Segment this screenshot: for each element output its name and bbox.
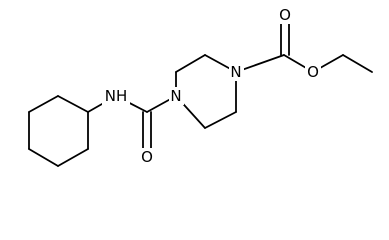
label-bg-n-left <box>169 87 184 105</box>
atom-o-carbonyl-amide: O <box>141 148 153 166</box>
bond-cyclohex-1 <box>57 95 89 113</box>
atom-n-piperazine-left: N <box>170 87 181 105</box>
atom-o-carbonyl-ester: O <box>279 6 291 24</box>
bond-cyclohex-4 <box>28 148 59 167</box>
label-bg-o-carbonyl-amide <box>139 148 155 166</box>
bond-ring-2 <box>175 54 206 73</box>
label-bg-n-right <box>229 63 244 81</box>
atom-n-piperazine-right: N <box>230 63 241 81</box>
atom-o-ester-link: O <box>307 63 319 81</box>
bond-ring-5 <box>204 111 237 129</box>
label-bg-o-carbonyl-ester <box>277 6 293 24</box>
label-bg-nh <box>102 87 130 105</box>
bond-ch2-ch3 <box>342 54 373 73</box>
label-bg-o-ester-link <box>305 63 321 81</box>
bond-cyclohex-5 <box>57 148 89 167</box>
atom-nh-amide: NH <box>105 87 128 105</box>
bond-cyclohex-2 <box>28 95 59 113</box>
molecule-drawing: N N NH O O O <box>28 6 373 167</box>
structure-diagram: N N NH O O O <box>28 6 373 167</box>
